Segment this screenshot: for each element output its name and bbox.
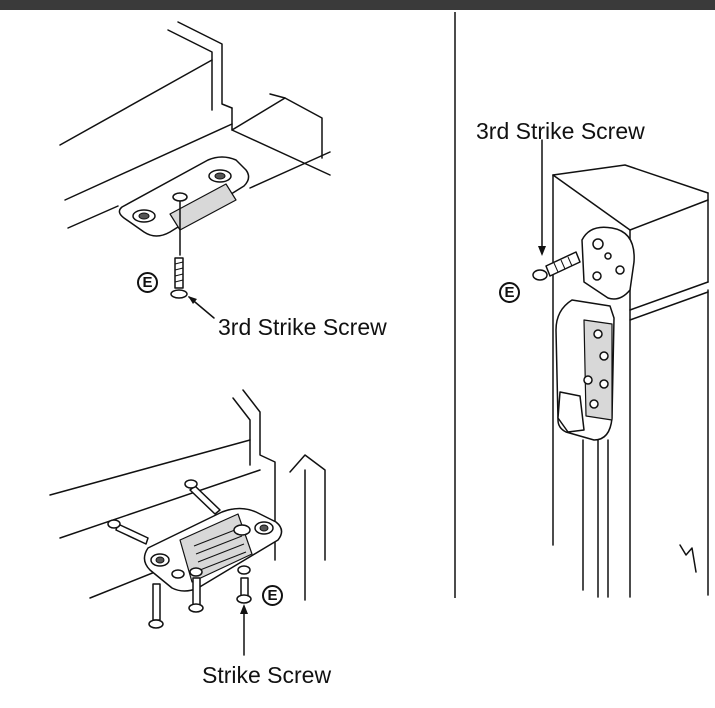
- third-strike-screw-right: [532, 139, 581, 281]
- lower-screws: [148, 577, 252, 629]
- top-left-panel: [59, 21, 331, 319]
- badge-e-icon: E: [137, 272, 158, 293]
- third-strike-screw-label-right: 3rd Strike Screw: [476, 118, 645, 144]
- third-strike-screw-top: [170, 257, 188, 299]
- strike-plate-top: [118, 156, 250, 256]
- door-frame-top: [59, 21, 331, 229]
- badge-e-icon: E: [262, 585, 283, 606]
- badge-e-icon: E: [499, 282, 520, 303]
- door-frame-bottom: [49, 389, 326, 601]
- upper-screws: [107, 479, 221, 545]
- strike-plate-bottom: [143, 507, 283, 592]
- door-jamb: [552, 164, 709, 598]
- third-strike-screw-label: 3rd Strike Screw: [218, 314, 387, 340]
- header-bar: [0, 0, 715, 10]
- leader-arrow-top: [188, 296, 215, 319]
- bottom-left-panel: [49, 389, 326, 656]
- strike-screw-arrow: [240, 604, 248, 656]
- strike-screw-label: Strike Screw: [202, 662, 332, 688]
- latch-body: [555, 226, 635, 598]
- right-panel: [532, 139, 709, 598]
